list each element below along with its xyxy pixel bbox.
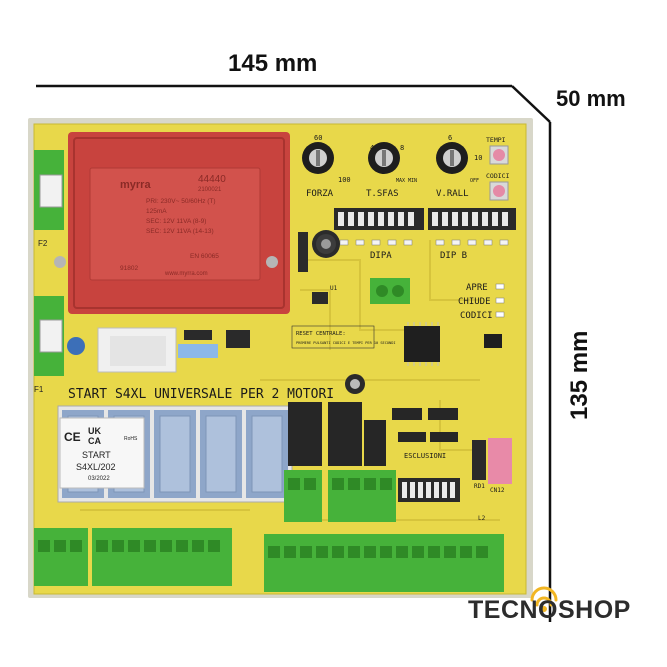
- board-model-text: START S4XL UNIVERSALE PER 2 MOTORI: [68, 387, 334, 402]
- dip-switch-b[interactable]: [428, 208, 516, 230]
- power-relay-3: [364, 420, 386, 466]
- fuse-f2-label: F2: [38, 239, 48, 248]
- sticker-ukca-bottom: CA: [88, 436, 101, 446]
- trimmer-scale-10: 10: [474, 154, 482, 162]
- pin-header: [472, 440, 486, 480]
- wifi-icon: [530, 586, 558, 612]
- sticker-ukca-top: UK: [88, 426, 101, 436]
- transformer-code: 91802: [120, 265, 138, 272]
- dip-switch-esclusioni[interactable]: [398, 478, 460, 502]
- white-connector-inner: [110, 336, 166, 366]
- button-tempi-label: TEMPI: [486, 136, 506, 144]
- terminal-block-bottom-2[interactable]: [92, 528, 232, 586]
- u1-label: U1: [330, 285, 338, 292]
- led-apre-label: APRE: [466, 283, 488, 293]
- transformer-sec1: SEC: 12V 11VA (8-9): [146, 218, 206, 225]
- transformer-brand: myrra: [120, 179, 151, 191]
- trimmer-off: OFF: [470, 178, 479, 184]
- diode: [184, 330, 212, 340]
- transformer-sec2: SEC: 12V 11VA (14-13): [146, 228, 214, 235]
- trimmer-scale-100: 100: [338, 176, 351, 184]
- dip-switch-a[interactable]: [334, 208, 424, 230]
- transformer: [54, 132, 290, 314]
- reset-note-box: [291, 325, 375, 349]
- terminal-block-mid-1[interactable]: [284, 470, 322, 522]
- led-chiude-label: CHIUDE: [458, 297, 491, 307]
- electrolytic-capacitor: [312, 230, 340, 258]
- dimension-lines: [36, 84, 552, 622]
- sticker-ce: CE: [64, 430, 81, 444]
- ic-row: [392, 408, 458, 442]
- l2-label: L2: [478, 515, 486, 522]
- transformer-url: www.myrra.com: [164, 271, 208, 277]
- trimmer-scale-8: 8: [400, 144, 404, 152]
- terminal-block-small[interactable]: [370, 278, 410, 304]
- regulator: [298, 232, 308, 272]
- esclusioni-label: ESCLUSIONI: [404, 452, 446, 460]
- depth-dimension-label: 50 mm: [556, 86, 626, 111]
- trimmer-scale-6: 6: [448, 134, 452, 142]
- cn12-connector[interactable]: [488, 438, 512, 484]
- trimmer-vrall[interactable]: [436, 142, 468, 174]
- blue-component: [178, 344, 218, 358]
- reset-note-text: PREMERE PULSANTI CODICI E TEMPI PER 10 S…: [296, 341, 396, 345]
- terminal-block-bottom-3[interactable]: [264, 534, 504, 592]
- trimmer-vrall-label: V.RALL: [436, 189, 469, 199]
- tecnoshop-logo: TECNOSHOP: [468, 596, 631, 624]
- trimmer-scale-60: 60: [314, 134, 322, 142]
- dip-b-label: DIP B: [440, 251, 467, 261]
- status-leds: [495, 283, 505, 318]
- trimmer-tsfas[interactable]: [368, 142, 400, 174]
- transformer-part: 44440: [198, 174, 226, 185]
- width-dimension-label: 145 mm: [228, 50, 318, 77]
- small-ic: [484, 334, 502, 348]
- dip-leds: [339, 239, 509, 246]
- sticker-date: 03/2022: [88, 476, 110, 482]
- button-codici-label: CODICI: [486, 172, 510, 180]
- depth-line: [511, 85, 551, 123]
- screw-icon: [266, 256, 278, 268]
- cn12-label: CN12: [490, 487, 505, 494]
- transformer-current: 125mA: [146, 208, 167, 215]
- trimmer-forza-label: FORZA: [306, 189, 334, 199]
- sticker-model: S4XL/202: [76, 462, 116, 472]
- power-relay-2: [328, 402, 362, 466]
- transformer-sub: 2100021: [198, 187, 222, 193]
- transformer-pri: PRI: 230V~ 50/60Hz (T): [146, 198, 216, 205]
- fuse-f1-label: F1: [34, 385, 44, 394]
- fuse-f2: [34, 150, 64, 230]
- sticker-rohs: RoHS: [124, 436, 138, 442]
- small-chip: [312, 292, 328, 304]
- small-cylinder-top: [350, 379, 360, 389]
- microcontroller-chip: [404, 322, 440, 366]
- relay-sticker: [59, 417, 145, 489]
- trimmer-forza[interactable]: [302, 142, 334, 174]
- terminal-block-mid-2[interactable]: [328, 470, 396, 522]
- fuse-f1: [34, 296, 64, 376]
- power-relay-1: [288, 402, 322, 466]
- triac: [226, 330, 250, 348]
- led-codici-label: CODICI: [460, 311, 493, 321]
- terminal-block-bottom-1[interactable]: [34, 528, 88, 586]
- dip-a-label: DIPA: [370, 251, 392, 261]
- button-codici[interactable]: [489, 181, 509, 201]
- trimmer-tsfas-label: T.SFAS: [366, 189, 399, 199]
- button-tempi[interactable]: [489, 145, 509, 165]
- transformer-norm: EN 60065: [190, 253, 219, 260]
- sticker-start: START: [82, 450, 111, 460]
- trimmer-maxmin: MAX MIN: [396, 178, 417, 184]
- reset-note-title: RESET CENTRALE:: [296, 331, 346, 337]
- screw-icon: [54, 256, 66, 268]
- blue-capacitor: [67, 337, 85, 355]
- rd1-label: RD1: [474, 483, 485, 490]
- trimmer-scale-4: 4: [370, 144, 374, 152]
